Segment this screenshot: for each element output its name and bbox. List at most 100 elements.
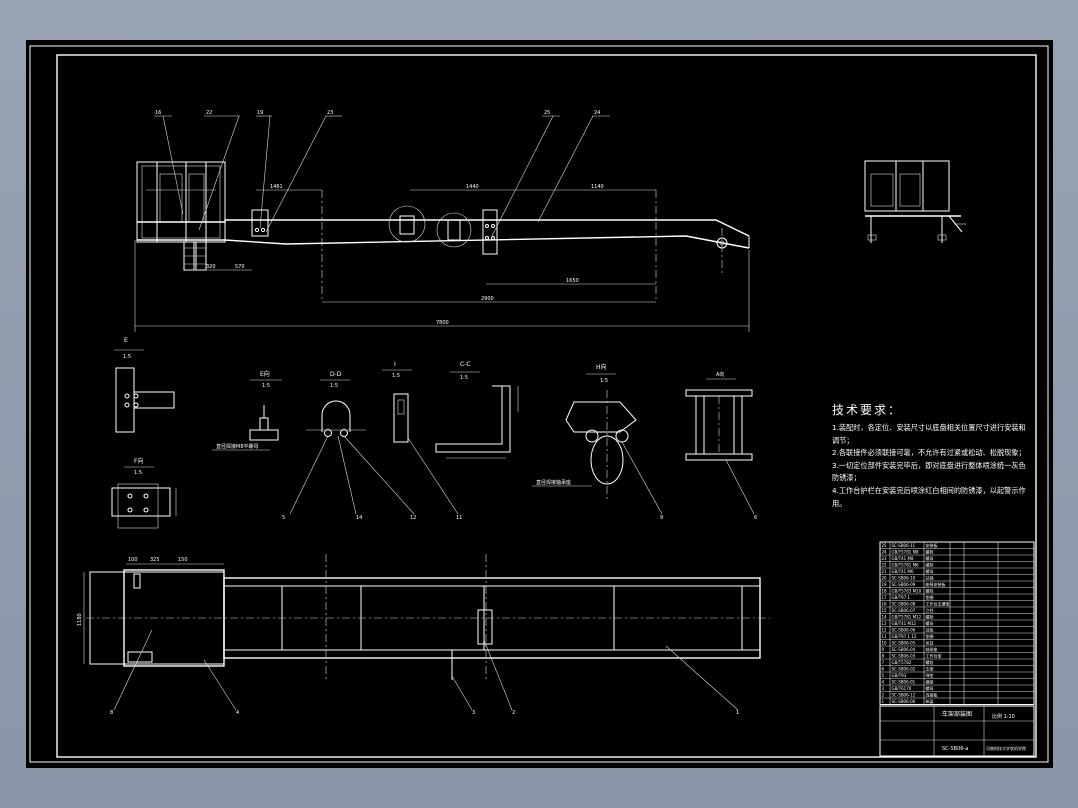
svg-text:1:5: 1:5 (123, 354, 131, 360)
tech-title: 技术要求： (832, 403, 903, 417)
table-cell: GB/T5781 M6 (892, 563, 920, 568)
table-cell: 螺栓 (926, 562, 934, 568)
main-beam-bottom (137, 235, 750, 249)
title-block: 车架部装图 SC-SB06-a 比例 1:10 河南科技大学农机学院 (879, 705, 1035, 757)
table-cell: GB/T41 M12 (892, 621, 917, 626)
table-cell: GB/T97.1 (892, 595, 911, 600)
callout-19: 19 (257, 110, 263, 116)
table-row: 8 SC-SB06-03 工作台架 (882, 653, 942, 659)
detail-cc: C-C 1:5 (435, 361, 519, 459)
table-cell: 14 (882, 615, 888, 620)
table-cell: 25 (882, 543, 888, 548)
svg-text:325: 325 (150, 557, 160, 563)
table-cell: 纵梁 (926, 698, 934, 704)
note-e: 直径焊接M8平螺母 (216, 443, 259, 450)
table-cell: 13 (882, 621, 888, 626)
table-cell: GB/T5781 M8 (892, 550, 920, 555)
table-cell: 7 (882, 660, 885, 665)
table-cell: 18 (882, 589, 888, 594)
dim-a2-label: 1140 (591, 184, 604, 190)
callout-23: 23 (327, 110, 333, 116)
svg-text:2: 2 (512, 710, 515, 716)
table-cell: 8 (882, 654, 885, 659)
svg-text:1:5: 1:5 (134, 470, 142, 476)
svg-text:6: 6 (754, 515, 757, 521)
table-cell: SC-SB06-04 (892, 647, 916, 652)
table-cell: 螺栓 (926, 659, 934, 665)
table-cell: 10 (882, 641, 888, 646)
svg-text:H向: H向 (596, 363, 607, 371)
table-cell: 螺母 (926, 555, 934, 561)
table-cell: 24 (882, 550, 888, 555)
side-view-a (864, 160, 966, 243)
detail-e-direction: E向 1:5 直径焊接M8平螺母 (212, 370, 282, 451)
svg-text:E向: E向 (260, 370, 270, 378)
table-cell: GB/T6170 (892, 686, 912, 691)
svg-text:4: 4 (236, 710, 239, 716)
table-cell: GB/T5782 (892, 660, 912, 665)
table-cell: 吊耳 (926, 641, 934, 646)
svg-text:D-D: D-D (330, 371, 342, 378)
svg-text:I: I (394, 361, 396, 368)
table-cell: 15 (882, 608, 888, 613)
tech-note-4: 4.工作台护栏在安装完后喷涂红白相间的防锈漆，以起警示作用。 (832, 485, 1026, 508)
table-cell: 轴承座 (926, 646, 938, 652)
table-cell: 4 (882, 680, 885, 685)
detail-circle-f (436, 212, 472, 248)
drawing-name: 车架部装图 (942, 710, 972, 718)
dim-b1-label: 320 (206, 264, 216, 270)
svg-text:1:5: 1:5 (330, 383, 338, 389)
table-cell: 6 (882, 667, 885, 672)
svg-text:1:5: 1:5 (460, 375, 468, 381)
dim-mid-label: 1650 (566, 278, 579, 284)
detail-i: I 1:5 11 (382, 361, 462, 521)
cad-drawing: 7800 2900 1650 1461 1440 1140 320 570 16… (29, 45, 1049, 763)
table-cell: 16 (882, 602, 888, 607)
table-cell: 11 (882, 634, 888, 639)
svg-text:1:5: 1:5 (262, 383, 270, 389)
svg-text:11: 11 (456, 515, 462, 521)
table-cell: 1 (882, 699, 885, 704)
table-cell: 19 (882, 582, 888, 587)
table-cell: SC-SB06-10 (892, 576, 916, 581)
table-cell: SC-SB06-11 (892, 543, 916, 548)
dim-left-label: 1461 (270, 184, 283, 190)
table-cell: 立柱 (926, 607, 934, 613)
svg-text:9: 9 (660, 515, 663, 521)
table-cell: SC-SB06-12 (892, 693, 916, 698)
plan-view: 100 325 150 1180 8 4 3 2 1 (77, 554, 770, 716)
callout-25: 25 (544, 110, 550, 116)
dim-span-label: 2900 (481, 296, 494, 302)
table-cell: 座椅安装板 (926, 581, 946, 587)
callout-22: 22 (206, 110, 212, 116)
table-cell: 23 (882, 556, 888, 561)
table-cell: SC-SB06-07 (892, 608, 916, 613)
table-cell: SC-SB06-02 (892, 667, 916, 672)
table-cell: SC-SB06-03 (892, 654, 916, 659)
table-cell: SC-SB06-01 (892, 680, 916, 685)
svg-text:1:5: 1:5 (600, 378, 608, 384)
svg-text:E: E (124, 337, 128, 344)
callout-24: 24 (594, 110, 600, 116)
table-cell: SC-SB06-05 (892, 641, 916, 646)
svg-text:14: 14 (356, 515, 362, 521)
table-row: 22 GB/T5781 M6 螺栓 (882, 562, 934, 568)
main-beam-top (137, 219, 750, 237)
table-cell: GB/T5781 M12 (892, 615, 922, 620)
table-cell: 5 (882, 673, 885, 678)
table-cell: 3 (882, 686, 885, 691)
table-cell: 工作台架 (926, 653, 942, 659)
detail-a: A向 6 (685, 371, 757, 521)
table-cell: 22 (882, 563, 888, 568)
